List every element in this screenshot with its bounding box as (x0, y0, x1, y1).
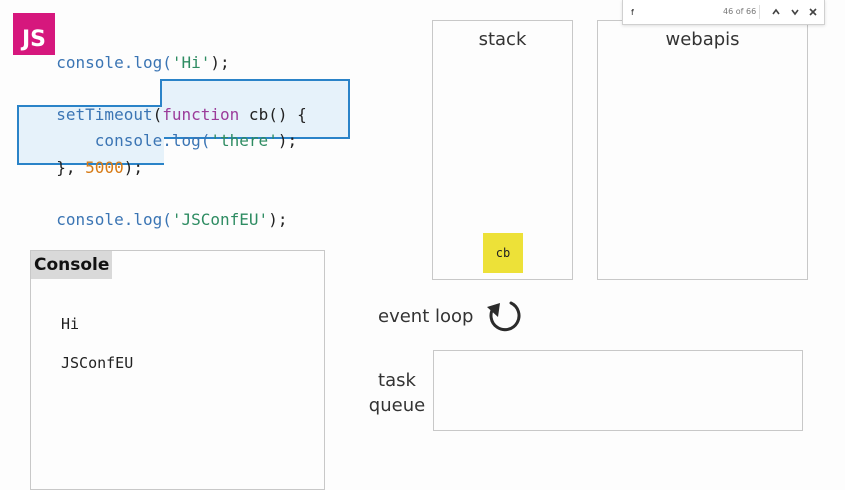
close-icon (809, 8, 817, 16)
find-bar: 46 of 66 (622, 0, 825, 25)
code-line-5: console.log('JSConfEU'); (37, 190, 287, 230)
code-brace: } (56, 158, 66, 177)
code-settimeout: setTimeout (56, 105, 153, 124)
code-cb-signature: cb() { (239, 105, 307, 124)
code-console-log: console.log( (56, 210, 172, 229)
console-output-line: Hi (61, 315, 80, 333)
refresh-icon (487, 301, 521, 332)
stack-panel: stack (432, 20, 573, 280)
js-logo: JS (13, 13, 55, 55)
code-line-1: console.log('Hi'); (37, 33, 230, 73)
code-string: 'Hi' (171, 53, 211, 72)
find-close-button[interactable] (805, 4, 821, 20)
code-console-log: console.log( (94, 131, 211, 150)
code-comma: , (65, 158, 86, 177)
console-title: Console (31, 251, 113, 279)
code-line-4: }, 5000); (37, 138, 143, 178)
stack-title: stack (478, 29, 527, 50)
code-punct: ); (123, 158, 143, 177)
chevron-up-icon (772, 8, 780, 15)
find-input[interactable] (623, 0, 759, 24)
code-console-fragment: co (56, 53, 76, 72)
task-queue-label-line1: task (378, 370, 416, 391)
task-queue-label: task queue (365, 368, 429, 418)
task-queue-label-line2: queue (368, 395, 426, 416)
console-output-line: JSConfEU (61, 354, 134, 372)
code-string: 'there' (210, 131, 278, 150)
event-loop-label: event loop (378, 306, 474, 327)
code-paren: ( (152, 105, 163, 124)
callback-highlight-fill-2 (162, 81, 348, 137)
code-function-keyword: function (162, 105, 240, 124)
webapis-title: webapis (665, 29, 740, 50)
code-punct: ); (210, 53, 230, 72)
find-previous-button[interactable] (768, 4, 784, 20)
code-punct: ); (268, 210, 288, 229)
chevron-down-icon (791, 9, 799, 16)
webapis-panel: webapis (597, 20, 808, 280)
code-number: 5000 (85, 158, 124, 177)
find-next-button[interactable] (787, 4, 803, 20)
console-panel: Console Hi JSConfEU (30, 250, 325, 490)
find-match-count: 46 of 66 (723, 7, 757, 16)
code-line-3: console.log('there'); (37, 111, 297, 151)
code-string: 'JSConfEU' (171, 210, 269, 229)
code-line-2: setTimeout(function cb() { (37, 85, 307, 125)
code-punct: ); (277, 131, 298, 150)
task-queue-box (433, 350, 803, 431)
find-separator (759, 5, 760, 19)
stack-frame-cb: cb (483, 233, 523, 273)
code-console-log: nsole.log( (75, 53, 172, 72)
